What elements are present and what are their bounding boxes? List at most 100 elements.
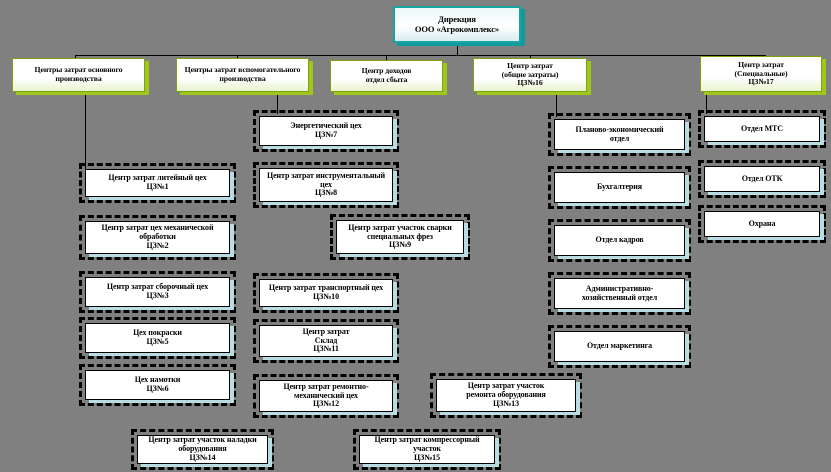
node-cz2[interactable]: Центр затрат цех механической обработки … bbox=[79, 215, 236, 260]
cz5-label: Цех покраски ЦЗ№5 bbox=[133, 328, 182, 346]
node-cz9[interactable]: Центр затрат участок сварки специальных … bbox=[330, 214, 470, 260]
cz13-face: Центр затрат участок ремонта оборудовани… bbox=[436, 379, 576, 412]
root-plate: Дирекция ООО «Агрокомплекс» bbox=[393, 6, 525, 46]
node-dept-admin[interactable]: Административно- хозяйственный отдел bbox=[548, 272, 691, 315]
connector-main-spine bbox=[85, 92, 86, 174]
cz10-plate: Центр затрат транспортный цех ЦЗ№10 bbox=[259, 279, 397, 310]
node-root-directorate[interactable]: Дирекция ООО «Агрокомплекс» bbox=[393, 6, 525, 46]
dept-security-face: Охрана bbox=[704, 211, 820, 237]
cz12-face: Центр затрат ремонтно- механический цех … bbox=[259, 380, 393, 412]
dept-planning-face: Планово-экономический отдел bbox=[554, 119, 685, 150]
cz6-label: Цех намотки ЦЗ№6 bbox=[134, 375, 181, 393]
root-face: Дирекция ООО «Агрокомплекс» bbox=[393, 6, 521, 43]
connector-special-spine bbox=[706, 92, 707, 114]
cz5-face: Цех покраски ЦЗ№5 bbox=[85, 323, 230, 353]
node-cz5[interactable]: Цех покраски ЦЗ№5 bbox=[79, 317, 236, 359]
node-cz12[interactable]: Центр затрат ремонтно- механический цех … bbox=[253, 374, 399, 418]
cz6-plate: Цех намотки ЦЗ№6 bbox=[85, 370, 234, 403]
dept-marketing-label: Отдел маркетинга bbox=[586, 341, 653, 351]
cz13-label: Центр затрат участок ремонта оборудовани… bbox=[466, 381, 546, 408]
dept-planning-label: Планово-экономический отдел bbox=[575, 124, 664, 143]
cz12-label: Центр затрат ремонтно- механический цех … bbox=[283, 381, 369, 409]
node-revenue-centre-sales[interactable]: Центр доходов отдел сбыта bbox=[330, 60, 447, 95]
cz10-label: Центр затрат транспортный цех ЦЗ№10 bbox=[268, 283, 384, 301]
cz7-plate: Энергетический цех ЦЗ№7 bbox=[259, 116, 397, 149]
cz2-label: Центр затрат цех механической обработки … bbox=[101, 223, 214, 250]
node-cc-special[interactable]: Центр затрат (Специальные) ЦЗ№17 bbox=[700, 56, 826, 95]
cz1-label: Центр затрат литейный цех ЦЗ№1 bbox=[108, 173, 207, 191]
node-dept-mts[interactable]: Отдел МТС bbox=[698, 110, 826, 148]
cc-aux-label: Центры затрат вспомогательного производс… bbox=[184, 65, 301, 83]
node-dept-otk[interactable]: Отдел ОТК bbox=[698, 160, 826, 198]
cz14-face: Центр затрат участок наладки оборудовани… bbox=[137, 435, 268, 464]
cc-aux-plate: Центры затрат вспомогательного производс… bbox=[176, 58, 313, 95]
dept-admin-label: Административно- хозяйственный отдел bbox=[581, 283, 658, 302]
cz15-face: Центр затрат компрессорный участок ЦЗ№15 bbox=[359, 435, 495, 464]
dept-mts-label: Отдел МТС bbox=[741, 123, 783, 133]
cz11-label: Центр затрат Склад ЦЗ№11 bbox=[302, 326, 350, 354]
cz11-plate: Центр затрат Склад ЦЗ№11 bbox=[259, 325, 397, 360]
node-cz8[interactable]: Центр затрат инструментальный цех ЦЗ№8 bbox=[253, 162, 399, 208]
node-cz13[interactable]: Центр затрат участок ремонта оборудовани… bbox=[430, 373, 582, 418]
cz7-label: Энергетический цех ЦЗ№7 bbox=[290, 121, 362, 139]
cz6-face: Цех намотки ЦЗ№6 bbox=[85, 370, 230, 400]
dept-otk-label: Отдел ОТК bbox=[741, 173, 783, 183]
node-dept-planning[interactable]: Планово-экономический отдел bbox=[548, 113, 691, 156]
cc-special-plate: Центр затрат (Специальные) ЦЗ№17 bbox=[700, 56, 826, 95]
cc-special-face: Центр затрат (Специальные) ЦЗ№17 bbox=[700, 56, 822, 92]
cc-main-face: Центры затрат основного производства bbox=[12, 58, 145, 92]
cz2-plate: Центр затрат цех механической обработки … bbox=[85, 221, 234, 257]
cz15-plate: Центр затрат компрессорный участок ЦЗ№15 bbox=[359, 435, 499, 467]
node-cz6[interactable]: Цех намотки ЦЗ№6 bbox=[79, 364, 236, 406]
dept-otk-plate: Отдел ОТК bbox=[704, 166, 824, 195]
node-cz1[interactable]: Центр затрат литейный цех ЦЗ№1 bbox=[79, 163, 236, 203]
dept-accounting-face: Бухгалтерия bbox=[554, 172, 685, 203]
dept-marketing-plate: Отдел маркетинга bbox=[554, 331, 689, 365]
cc-main-plate: Центры затрат основного производства bbox=[12, 58, 149, 95]
node-cc-main-production[interactable]: Центры затрат основного производства bbox=[12, 58, 149, 95]
node-dept-hr[interactable]: Отдел кадров bbox=[548, 219, 691, 262]
connector-drop-main bbox=[75, 55, 76, 60]
node-cz15[interactable]: Центр затрат компрессорный участок ЦЗ№15 bbox=[353, 429, 501, 470]
node-cz7[interactable]: Энергетический цех ЦЗ№7 bbox=[253, 110, 399, 152]
dept-mts-face: Отдел МТС bbox=[704, 116, 820, 142]
cz7-face: Энергетический цех ЦЗ№7 bbox=[259, 116, 393, 146]
cz14-plate: Центр затрат участок наладки оборудовани… bbox=[137, 435, 272, 467]
dept-planning-plate: Планово-экономический отдел bbox=[554, 119, 689, 153]
connector-general-spine bbox=[556, 92, 557, 117]
dept-admin-plate: Административно- хозяйственный отдел bbox=[554, 278, 689, 312]
node-cc-auxiliary-production[interactable]: Центры затрат вспомогательного производс… bbox=[176, 58, 313, 95]
connector-drop-aux bbox=[237, 55, 238, 60]
cz9-label: Центр затрат участок сварки специальных … bbox=[348, 222, 452, 250]
cc-main-label: Центры затрат основного производства bbox=[34, 65, 123, 83]
node-cz14[interactable]: Центр затрат участок наладки оборудовани… bbox=[131, 429, 274, 470]
dept-security-plate: Охрана bbox=[704, 211, 824, 240]
dept-hr-plate: Отдел кадров bbox=[554, 225, 689, 259]
node-cz3[interactable]: Центр затрат сборочный цех ЦЗ№3 bbox=[79, 271, 236, 313]
cz10-face: Центр затрат транспортный цех ЦЗ№10 bbox=[259, 279, 393, 307]
cz9-face: Центр затрат участок сварки специальных … bbox=[336, 220, 464, 254]
cz8-face: Центр затрат инструментальный цех ЦЗ№8 bbox=[259, 168, 393, 202]
dept-hr-label: Отдел кадров bbox=[595, 235, 644, 245]
node-dept-marketing[interactable]: Отдел маркетинга bbox=[548, 325, 691, 368]
cz3-label: Центр затрат сборочный цех ЦЗ№3 bbox=[106, 282, 209, 300]
revenue-label: Центр доходов отдел сбыта bbox=[361, 66, 412, 84]
dept-accounting-label: Бухгалтерия bbox=[596, 182, 643, 192]
node-cc-general[interactable]: Центр затрат (общие затраты) ЦЗ№16 bbox=[473, 58, 591, 95]
dept-marketing-face: Отдел маркетинга bbox=[554, 331, 685, 362]
cz3-face: Центр затрат сборочный цех ЦЗ№3 bbox=[85, 277, 230, 307]
node-cz11[interactable]: Центр затрат Склад ЦЗ№11 bbox=[253, 319, 399, 363]
connector-root-down bbox=[457, 43, 458, 55]
cc-general-plate: Центр затрат (общие затраты) ЦЗ№16 bbox=[473, 58, 591, 95]
node-cz10[interactable]: Центр затрат транспортный цех ЦЗ№10 bbox=[253, 273, 399, 313]
cz1-face: Центр затрат литейный цех ЦЗ№1 bbox=[85, 169, 230, 197]
root-label: Дирекция ООО «Агрокомплекс» bbox=[414, 13, 500, 34]
connector-drop-general bbox=[530, 55, 531, 60]
cc-general-face: Центр затрат (общие затраты) ЦЗ№16 bbox=[473, 58, 587, 92]
node-dept-security[interactable]: Охрана bbox=[698, 205, 826, 243]
node-dept-accounting[interactable]: Бухгалтерия bbox=[548, 166, 691, 209]
dept-security-label: Охрана bbox=[748, 218, 776, 228]
dept-mts-plate: Отдел МТС bbox=[704, 116, 824, 145]
connector-drop-sales bbox=[386, 55, 387, 60]
